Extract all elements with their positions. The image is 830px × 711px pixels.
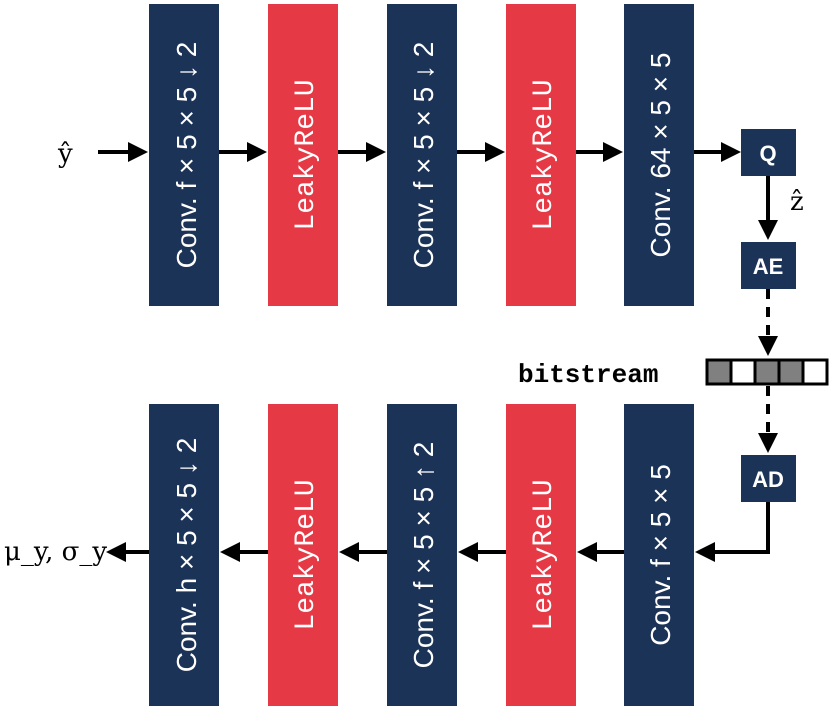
decoder-conv-1-label: Conv. h × 5 × 5 ↓ 2	[171, 438, 202, 673]
arith-decoder-label: AD	[752, 467, 784, 492]
encoder-row: Conv. f × 5 × 5 ↓ 2 LeakyReLU Conv. f × …	[149, 4, 694, 306]
decoder-relu-2-label: LeakyReLU	[529, 479, 560, 630]
bitstream-label: bitstream	[518, 360, 658, 390]
decoder-conv-3	[624, 404, 694, 706]
decoder-conv-3-label: Conv. f × 5 × 5	[645, 464, 676, 646]
encoder-conv-1-label: Conv. f × 5 × 5 ↓ 2	[171, 42, 202, 269]
encoder-conv-1	[149, 4, 219, 306]
bit-cell	[729, 358, 757, 386]
bit-cell	[705, 358, 733, 386]
encoder-conv-2	[387, 4, 457, 306]
output-label: μ_y, σ_y	[4, 537, 107, 567]
encoder-relu-2	[506, 4, 576, 306]
arith-decoder-node	[741, 455, 796, 502]
bit-cell	[777, 358, 805, 386]
decoder-conv-1	[149, 404, 219, 706]
decoder-conv-2	[387, 404, 457, 706]
bitstream-cells	[705, 358, 829, 386]
encoder-relu-1	[268, 4, 338, 306]
encoder-conv-3-label: Conv. 64 × 5 × 5	[645, 53, 676, 258]
quantizer-node	[741, 129, 796, 176]
bit-cell	[753, 358, 781, 386]
arith-encoder-node	[741, 242, 796, 289]
encoder-conv-2-label: Conv. f × 5 × 5 ↓ 2	[408, 42, 439, 269]
decoder-conv-2-label: Conv. f × 5 × 5 ↑ 2	[408, 442, 439, 669]
arith-encoder-label: AE	[753, 254, 784, 279]
ad-to-decoder-arrow	[695, 502, 770, 562]
decoder-row: Conv. h × 5 × 5 ↓ 2 LeakyReLU Conv. f × …	[149, 404, 694, 706]
decoder-relu-1	[268, 404, 338, 706]
latent-label: ẑ	[790, 187, 804, 217]
encoder-conv-3	[624, 4, 694, 306]
quantizer-label: Q	[759, 141, 776, 166]
input-label: ŷ	[57, 139, 73, 169]
encoder-relu-2-label: LeakyReLU	[529, 79, 560, 230]
decoder-relu-2	[506, 404, 576, 706]
decoder-relu-1-label: LeakyReLU	[291, 479, 322, 630]
bit-cell	[801, 358, 829, 386]
encoder-relu-1-label: LeakyReLU	[291, 79, 322, 230]
